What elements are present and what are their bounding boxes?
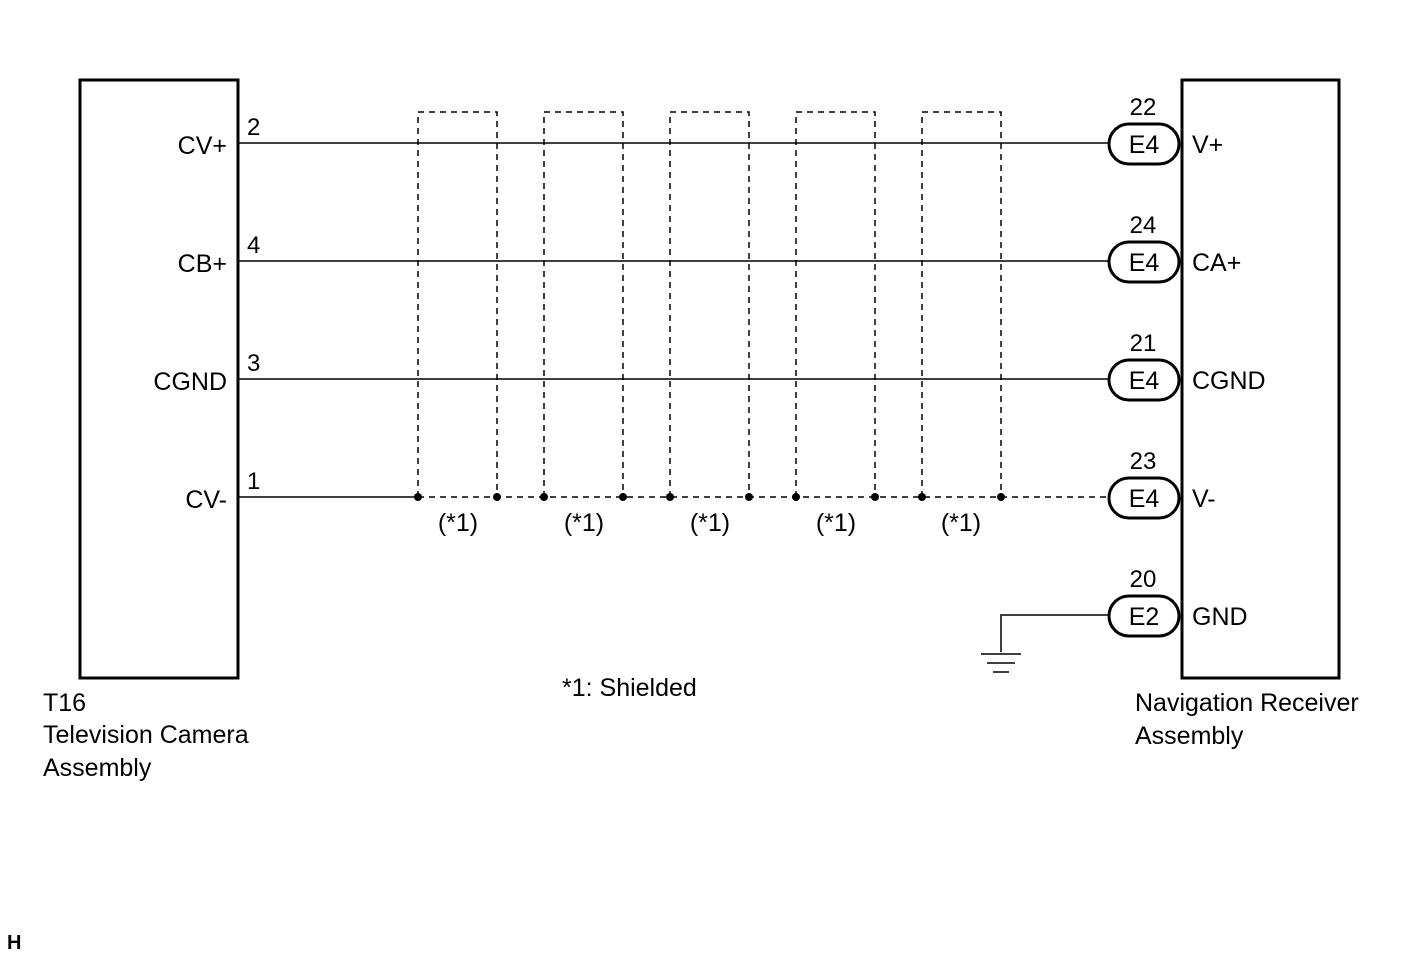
connector-oval xyxy=(1107,122,1181,166)
shield-label: (*1) xyxy=(438,509,478,537)
junction-dot xyxy=(493,493,501,501)
junction-dot xyxy=(918,493,926,501)
connector-ovals xyxy=(1107,122,1181,638)
right-pin-number: 23 xyxy=(1130,448,1157,475)
shield-label: (*1) xyxy=(816,509,856,537)
right-terminal-label: CGND xyxy=(1192,367,1266,395)
connector-oval xyxy=(1107,594,1181,638)
left-pin-number: 3 xyxy=(247,350,260,377)
connector-oval xyxy=(1107,358,1181,402)
right-terminal-label: GND xyxy=(1192,603,1248,631)
connector-oval xyxy=(1107,240,1181,284)
shield-label: (*1) xyxy=(941,509,981,537)
shield-outline xyxy=(921,111,1002,497)
connector-oval xyxy=(1107,476,1181,520)
ground-wire xyxy=(1000,614,1108,652)
ground-icon xyxy=(981,653,1021,673)
right-terminal-label: CA+ xyxy=(1192,249,1241,277)
shield-outline xyxy=(669,111,750,497)
left-component-name-line1: Television Camera xyxy=(43,721,249,749)
junction-dot xyxy=(414,493,422,501)
right-terminal-label: V- xyxy=(1192,485,1216,513)
junction-dot xyxy=(540,493,548,501)
junction-dot xyxy=(619,493,627,501)
navigation-receiver-box xyxy=(1180,78,1341,680)
left-terminal-label: CV- xyxy=(185,486,227,514)
junction-dot xyxy=(997,493,1005,501)
junction-dot xyxy=(666,493,674,501)
left-pin-number: 4 xyxy=(247,232,260,259)
left-component-code: T16 xyxy=(43,689,86,717)
right-pin-number: 24 xyxy=(1130,212,1157,239)
left-pin-number: 2 xyxy=(247,114,260,141)
shield-group xyxy=(417,111,1002,497)
shield-label: (*1) xyxy=(564,509,604,537)
connector-code: E4 xyxy=(1129,249,1160,277)
connector-code: E2 xyxy=(1129,603,1160,631)
connector-code: E4 xyxy=(1129,131,1160,159)
connector-code: E4 xyxy=(1129,485,1160,513)
shield-outline xyxy=(795,111,876,497)
right-component-name-line1: Navigation Receiver xyxy=(1135,689,1359,717)
left-terminal-label: CV+ xyxy=(178,132,227,160)
right-terminal-label: V+ xyxy=(1192,131,1223,159)
junction-dot xyxy=(871,493,879,501)
shield-legend: *1: Shielded xyxy=(562,674,697,702)
shield-outline xyxy=(543,111,624,497)
junction-dot xyxy=(792,493,800,501)
left-terminal-label: CB+ xyxy=(178,250,227,278)
left-terminal-label: CGND xyxy=(153,368,227,396)
left-component-name-line2: Assembly xyxy=(43,754,152,782)
connector-code: E4 xyxy=(1129,367,1160,395)
shield-label: (*1) xyxy=(690,509,730,537)
right-component-name-line2: Assembly xyxy=(1135,722,1244,750)
junction-dot xyxy=(745,493,753,501)
shield-outline xyxy=(417,111,498,497)
right-pin-number: 22 xyxy=(1130,94,1157,121)
shield-junction-dots xyxy=(414,493,1005,501)
corner-mark: H xyxy=(7,932,21,954)
right-pin-number: 20 xyxy=(1130,566,1157,593)
left-pin-number: 1 xyxy=(247,468,260,495)
right-pin-number: 21 xyxy=(1130,330,1157,357)
